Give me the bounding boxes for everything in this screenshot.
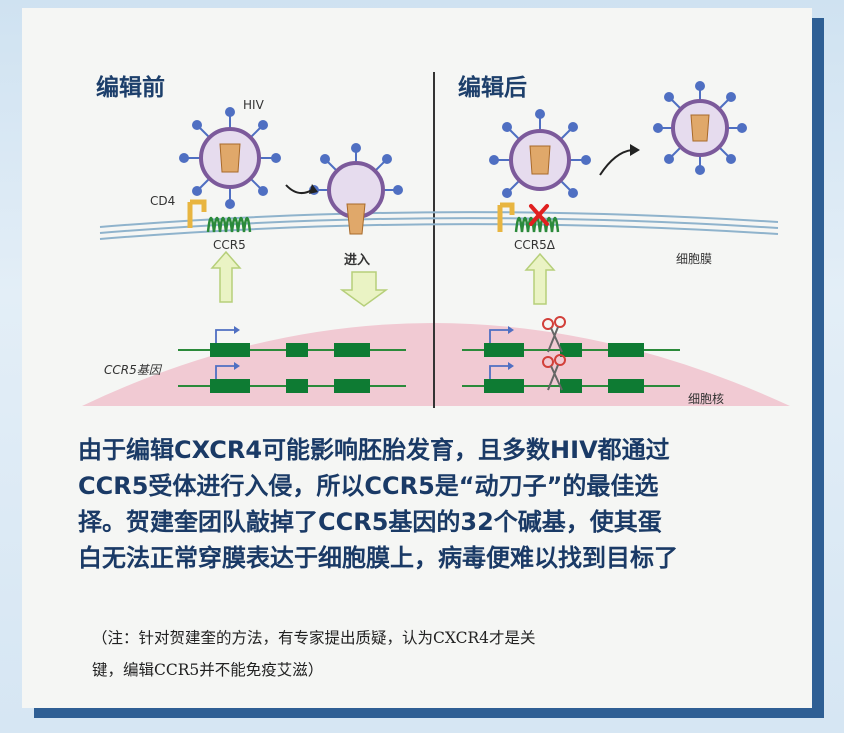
cd4-receptor bbox=[187, 199, 207, 228]
heading-after: 编辑后 bbox=[458, 75, 527, 101]
cell-membrane bbox=[99, 211, 779, 240]
note-line: （注：针对贺建奎的方法，有专家提出质疑，认为CXCR4才是关 bbox=[92, 629, 536, 647]
cd4-receptor-edited bbox=[497, 202, 515, 232]
ccr5-gene-left bbox=[178, 326, 406, 393]
body-line: 择。贺建奎团队敲掉了CCR5基因的32个碱基，使其蛋 bbox=[78, 508, 662, 536]
move-arrow bbox=[285, 184, 313, 195]
cross-mark bbox=[529, 204, 549, 226]
body-line: CCR5受体进行入侵，所以CCR5是“动刀子”的最佳选 bbox=[78, 472, 659, 500]
note-paragraph: （注：针对贺建奎的方法，有专家提出质疑，认为CXCR4才是关 键，编辑CCR5并… bbox=[92, 622, 772, 686]
ccr5-receptor bbox=[206, 216, 252, 233]
nucleus bbox=[82, 323, 790, 406]
label-enter: 进入 bbox=[344, 253, 371, 268]
expression-arrow-edited bbox=[524, 252, 556, 305]
label-ccr5-gene: CCR5基因 bbox=[104, 363, 161, 377]
enter-arrow bbox=[339, 271, 389, 307]
body-line: 由于编辑CXCR4可能影响胚胎发育，且多数HIV都通过 bbox=[78, 436, 670, 464]
hiv-virus-blocked bbox=[489, 109, 591, 198]
leave-arrow bbox=[599, 149, 633, 176]
ccr5-gene-right bbox=[462, 326, 680, 393]
label-ccr5-delta: CCR5Δ bbox=[514, 238, 555, 252]
leave-arrow-head bbox=[630, 144, 640, 156]
label-ccr5: CCR5 bbox=[213, 238, 246, 252]
hiv-virus-entering bbox=[309, 143, 403, 235]
body-paragraph: 由于编辑CXCR4可能影响胚胎发育，且多数HIV都通过 CCR5受体进行入侵，所… bbox=[78, 432, 788, 576]
label-cell-membrane: 细胞膜 bbox=[676, 252, 713, 266]
label-hiv: HIV bbox=[243, 98, 264, 112]
hiv-virus bbox=[179, 107, 281, 209]
heading-before: 编辑前 bbox=[96, 75, 165, 101]
body-line: 白无法正常穿膜表达于细胞膜上，病毒便难以找到目标了 bbox=[78, 544, 678, 572]
label-cell-nucleus: 细胞核 bbox=[688, 392, 725, 406]
move-arrow-head bbox=[309, 184, 318, 194]
hiv-virus-leaving bbox=[653, 81, 747, 175]
expression-arrow bbox=[210, 250, 242, 303]
label-cd4: CD4 bbox=[150, 194, 176, 208]
scissors-icon bbox=[542, 316, 566, 391]
note-line: 键，编辑CCR5并不能免疫艾滋） bbox=[92, 661, 324, 679]
